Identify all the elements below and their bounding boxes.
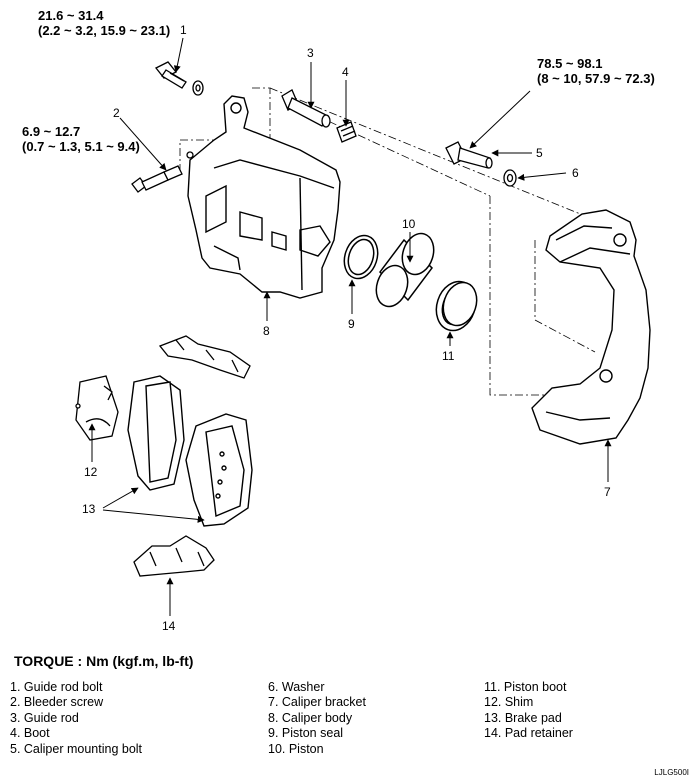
legend-item: 3. Guide rod: [10, 710, 79, 725]
legend-item: 9. Piston seal: [268, 726, 344, 741]
callout-7: 7: [604, 485, 611, 499]
bleeder-screw-part: [131, 151, 194, 193]
legend-item: 8. Caliper body: [268, 710, 353, 725]
caliper-mounting-bolt-part: [445, 141, 493, 169]
torque-line1: 6.9 ~ 12.7: [22, 124, 80, 139]
callout-3: 3: [307, 46, 314, 60]
piston-seal-part: [343, 234, 379, 280]
callout-11: 11: [442, 349, 455, 363]
legend-item: 13. Brake pad: [484, 710, 562, 725]
torque-spec-bleeder-screw: 6.9 ~ 12.7 (0.7 ~ 1.3, 5.1 ~ 9.4): [22, 124, 140, 154]
torque-line2: (2.2 ~ 3.2, 15.9 ~ 23.1): [38, 23, 170, 38]
callout-10: 10: [402, 217, 416, 231]
washer-part: [503, 169, 517, 187]
torque-line2: (8 ~ 10, 57.9 ~ 72.3): [537, 71, 655, 86]
figure-reference-code: LJLG500I: [654, 768, 689, 777]
legend-item: 12. Shim: [484, 695, 534, 710]
torque-spec-guide-rod-bolt: 21.6 ~ 31.4 (2.2 ~ 3.2, 15.9 ~ 23.1): [38, 8, 170, 38]
legend-item: 2. Bleeder screw: [10, 695, 104, 710]
caliper-bracket-part: [531, 209, 651, 445]
piston-part: [375, 232, 435, 308]
legend-column-1: 1. Guide rod bolt 2. Bleeder screw 3. Gu…: [10, 680, 142, 757]
guide-rod-part: [281, 89, 331, 128]
callout-2: 2: [113, 106, 120, 120]
assembly-centerlines: [179, 87, 601, 396]
torque-line1: 21.6 ~ 31.4: [38, 8, 104, 23]
callout-13: 13: [82, 502, 96, 516]
callout-8: 8: [263, 324, 270, 338]
brake-pad-inner-part: [127, 375, 185, 491]
brake-pad-outer-part: [185, 413, 253, 527]
torque-units-title: TORQUE : Nm (kgf.m, lb-ft): [14, 653, 194, 669]
callout-12: 12: [84, 465, 98, 479]
legend-item: 10. Piston: [268, 741, 324, 756]
torque-spec-caliper-mounting-bolt: 78.5 ~ 98.1 (8 ~ 10, 57.9 ~ 72.3): [537, 56, 655, 86]
legend-item: 4. Boot: [10, 726, 50, 741]
legend-item: 5. Caliper mounting bolt: [10, 741, 143, 756]
legend-item: 7. Caliper bracket: [268, 695, 366, 710]
legend-column-2: 6. Washer 7. Caliper bracket 8. Caliper …: [268, 680, 366, 757]
torque-line2: (0.7 ~ 1.3, 5.1 ~ 9.4): [22, 139, 140, 154]
guide-rod-bolt-part: [154, 61, 204, 96]
legend-item: 6. Washer: [268, 680, 325, 694]
shim-part: [75, 375, 119, 441]
callout-14: 14: [162, 619, 176, 633]
torque-line1: 78.5 ~ 98.1: [537, 56, 602, 71]
pad-retainer-part: [133, 535, 215, 577]
legend-item: 14. Pad retainer: [484, 726, 573, 741]
legend-item: 11. Piston boot: [484, 680, 567, 694]
callout-1: 1: [180, 23, 187, 37]
callout-4: 4: [342, 65, 349, 79]
callout-5: 5: [536, 146, 543, 160]
upper-pad-retainer-part: [158, 335, 251, 379]
callout-6: 6: [572, 166, 579, 180]
caliper-body-part: [187, 95, 341, 299]
legend-item: 1. Guide rod bolt: [10, 680, 103, 694]
callout-numbers: 1 2 3 4 5 6 7 8 9 10 11 12 13 14: [82, 23, 611, 633]
leader-lines: [88, 37, 612, 616]
legend-column-3: 11. Piston boot 12. Shim 13. Brake pad 1…: [484, 680, 573, 742]
callout-9: 9: [348, 317, 355, 331]
piston-boot-part: [435, 280, 478, 332]
